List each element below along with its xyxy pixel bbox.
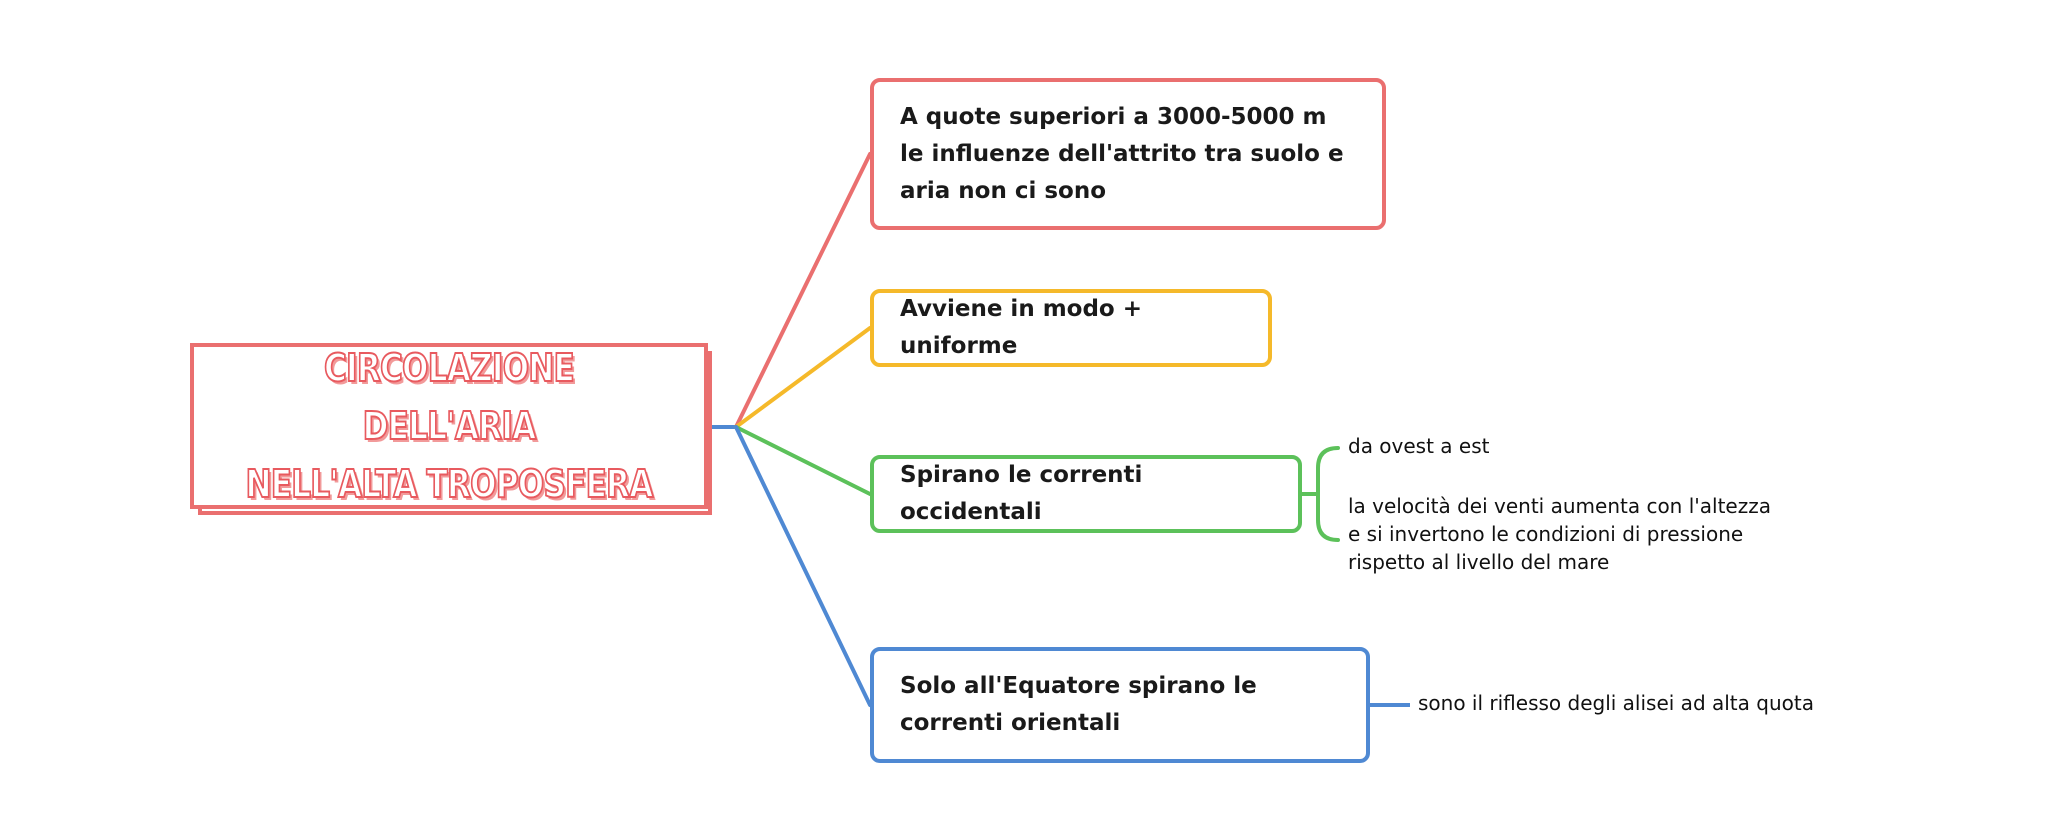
central-topic-title: CIRCOLAZIONE DELL'ARIA NELL'ALTA TROPOSF… (245, 345, 654, 507)
connector-branch-4 (734, 425, 872, 707)
branch-node-3-text: Spirano le correnti occidentali (900, 462, 1143, 525)
leaf-branch-3-child-2[interactable]: la velocità dei venti aumenta con l'alte… (1348, 494, 1771, 574)
branch-node-4-text: Solo all'Equatore spirano le correnti or… (900, 673, 1257, 736)
leaf-branch-3-child-1[interactable]: da ovest a est (1348, 434, 1490, 458)
branch-node-1-text: A quote superiori a 3000-5000 m le influ… (900, 103, 1344, 204)
connector-branch-3-bracket (1316, 446, 1340, 542)
leaf-branch-4-child-1[interactable]: sono il riflesso degli alisei ad alta qu… (1418, 691, 1814, 715)
central-topic[interactable]: CIRCOLAZIONE DELL'ARIA NELL'ALTA TROPOSF… (190, 343, 708, 509)
branch-node-2-text: Avviene in modo + uniforme (900, 296, 1143, 359)
connector-branch-2 (734, 326, 872, 429)
branch-node-4[interactable]: Solo all'Equatore spirano le correnti or… (870, 647, 1370, 763)
branch-node-2[interactable]: Avviene in modo + uniforme (870, 289, 1272, 367)
connector-branch-3 (734, 425, 872, 496)
branch-node-1[interactable]: A quote superiori a 3000-5000 m le influ… (870, 78, 1386, 230)
connector-branch-1 (734, 152, 872, 429)
branch-node-3[interactable]: Spirano le correnti occidentali (870, 455, 1302, 533)
